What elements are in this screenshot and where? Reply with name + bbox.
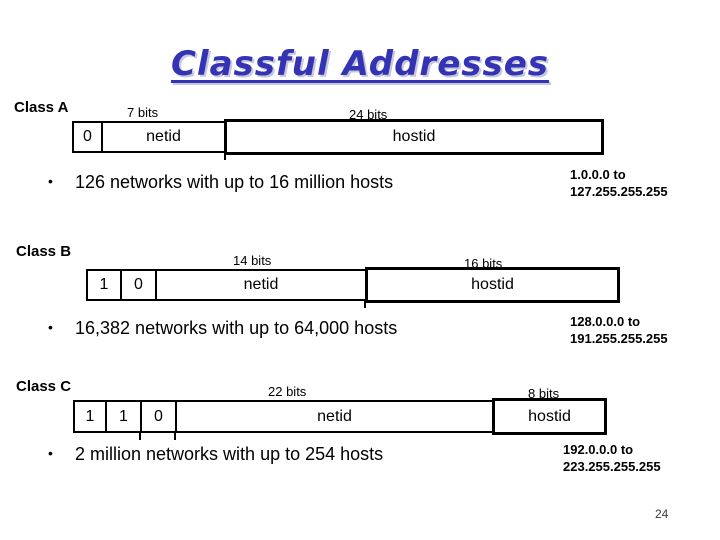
- class-a-netid-bits-label: 7 bits: [127, 105, 159, 120]
- class-a-range-line1: 1.0.0.0 to: [570, 167, 626, 182]
- class-c-divider-tick-1: [139, 433, 141, 440]
- class-b-bit-box-1: 0: [120, 269, 157, 301]
- class-c-netid-box: netid: [175, 400, 494, 433]
- bullet-dot: •: [48, 173, 53, 189]
- class-a-label: Class A: [14, 99, 69, 116]
- class-c-netid-bits-label: 22 bits: [268, 384, 307, 399]
- class-c-bit-box-1: 1: [105, 400, 142, 433]
- class-b-bit-box-0: 1: [86, 269, 122, 301]
- class-b-hostid-box: hostid: [365, 267, 620, 303]
- class-b-netid-bits-label: 14 bits: [233, 253, 272, 268]
- class-b-range: 128.0.0.0 to 191.255.255.255: [570, 313, 668, 347]
- class-b-bullet-text: 16,382 networks with up to 64,000 hosts: [75, 318, 398, 338]
- class-c-divider-tick-2: [174, 433, 176, 440]
- class-a-range: 1.0.0.0 to 127.255.255.255: [570, 166, 668, 200]
- class-b-divider-tick: [364, 301, 366, 308]
- class-b-label: Class B: [16, 243, 72, 260]
- class-b-range-line1: 128.0.0.0 to: [570, 314, 641, 329]
- class-c-bit-box-0: 1: [73, 400, 107, 433]
- class-b-netid-box: netid: [155, 269, 367, 301]
- class-a-bullet: • 126 networks with up to 16 million hos…: [48, 172, 394, 193]
- class-c-hostid-box: hostid: [492, 398, 607, 435]
- class-c-range: 192.0.0.0 to 223.255.255.255: [563, 441, 661, 475]
- class-b-bullet: • 16,382 networks with up to 64,000 host…: [48, 318, 398, 339]
- page-number: 24: [655, 507, 669, 521]
- class-a-netid-box: netid: [101, 121, 226, 153]
- class-c-label: Class C: [16, 378, 72, 395]
- bullet-dot: •: [48, 445, 53, 461]
- class-c-range-line2: 223.255.255.255: [563, 459, 661, 474]
- class-a-divider-tick: [224, 153, 226, 160]
- slide-title: Classful Addresses: [170, 44, 550, 84]
- class-c-range-line1: 192.0.0.0 to: [563, 442, 634, 457]
- class-c-bullet: • 2 million networks with up to 254 host…: [48, 444, 384, 465]
- class-a-range-line2: 127.255.255.255: [570, 184, 668, 199]
- class-a-bullet-text: 126 networks with up to 16 million hosts: [75, 172, 394, 192]
- class-a-hostid-bits-label: 24 bits: [349, 107, 388, 122]
- class-c-hostid-bits-label: 8 bits: [528, 386, 560, 401]
- bullet-dot: •: [48, 319, 53, 335]
- class-a-bit-box-0: 0: [72, 121, 103, 153]
- class-b-range-line2: 191.255.255.255: [570, 331, 668, 346]
- class-a-hostid-box: hostid: [224, 119, 604, 155]
- class-c-bit-box-2: 0: [140, 400, 177, 433]
- class-c-bullet-text: 2 million networks with up to 254 hosts: [75, 444, 384, 464]
